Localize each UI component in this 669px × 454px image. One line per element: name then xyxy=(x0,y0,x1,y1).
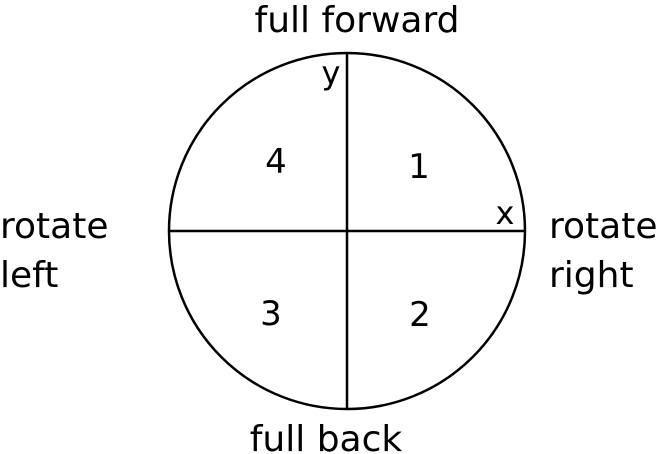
axis-label-y: y xyxy=(322,54,341,92)
label-rotate-right-line1: rotate xyxy=(549,206,657,247)
quadrant-1: 1 xyxy=(408,147,430,187)
label-rotate-right-line2: right xyxy=(549,255,634,296)
axis-label-x: x xyxy=(496,194,515,232)
label-rotate-left-line2: left xyxy=(0,255,58,296)
label-rotate-left-line1: rotate xyxy=(0,206,108,247)
label-full-forward: full forward xyxy=(255,0,460,41)
quadrant-4: 4 xyxy=(265,142,287,182)
quadrant-3: 3 xyxy=(260,294,282,334)
label-full-back: full back xyxy=(250,419,403,454)
quadrant-2: 2 xyxy=(409,295,431,335)
